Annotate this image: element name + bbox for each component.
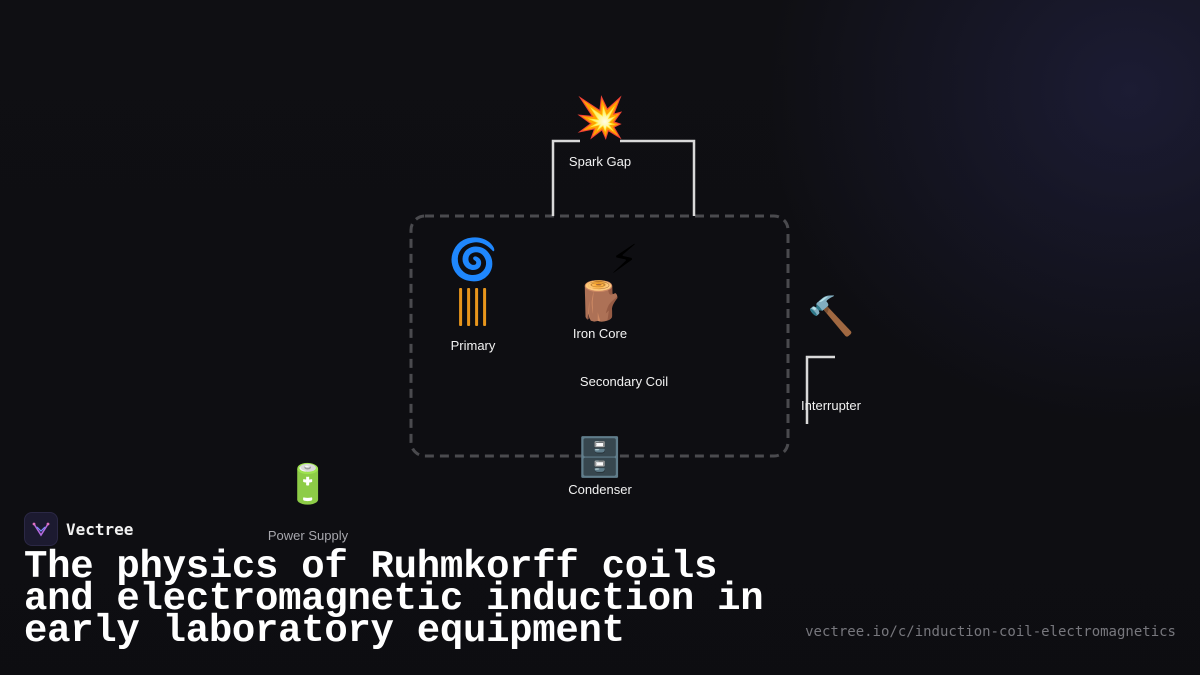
- secondary-coil-group-box: [409, 214, 790, 458]
- primary-node: 🌀 Primary: [448, 240, 498, 353]
- hammer-icon: 🔨: [807, 294, 855, 338]
- battery-icon: 🔋: [284, 462, 332, 506]
- power-supply-node: 🔋 Power Supply: [268, 465, 348, 543]
- coil-windings-icon: [448, 288, 498, 326]
- lightning-icon: ⚡: [609, 237, 639, 283]
- spark-icon: 💥: [575, 95, 625, 141]
- wood-log-icon: 🪵: [576, 279, 624, 323]
- cyclone-icon: 🌀: [448, 237, 498, 283]
- file-cabinet-icon: 🗄️: [576, 435, 624, 479]
- interrupter-label: Interrupter: [801, 398, 861, 413]
- secondary-coil-icon-node: ⚡: [610, 240, 638, 280]
- primary-label: Primary: [450, 338, 496, 353]
- source-url[interactable]: vectree.io/c/induction-coil-electromagne…: [805, 624, 1176, 640]
- vectree-logo-icon: [24, 512, 58, 546]
- spark-gap-node: 💥 Spark Gap: [569, 98, 631, 169]
- interrupter-wire: [805, 355, 835, 424]
- condenser-node: 🗄️ Condenser: [568, 438, 632, 497]
- secondary-coil-label-node: Secondary Coil: [580, 374, 668, 389]
- brand-name: Vectree: [66, 519, 134, 539]
- spark-gap-wire: [551, 139, 696, 216]
- brand: Vectree: [24, 512, 133, 546]
- secondary-coil-label: Secondary Coil: [579, 374, 669, 389]
- page-title: The physics of Ruhmkorff coils and elect…: [24, 545, 764, 653]
- iron-core-label: Iron Core: [572, 326, 628, 341]
- power-supply-label: Power Supply: [267, 528, 349, 543]
- spark-gap-label: Spark Gap: [568, 154, 632, 169]
- interrupter-node: 🔨 Interrupter: [801, 297, 861, 413]
- iron-core-node: 🪵 Iron Core: [573, 282, 627, 341]
- condenser-label: Condenser: [568, 482, 632, 497]
